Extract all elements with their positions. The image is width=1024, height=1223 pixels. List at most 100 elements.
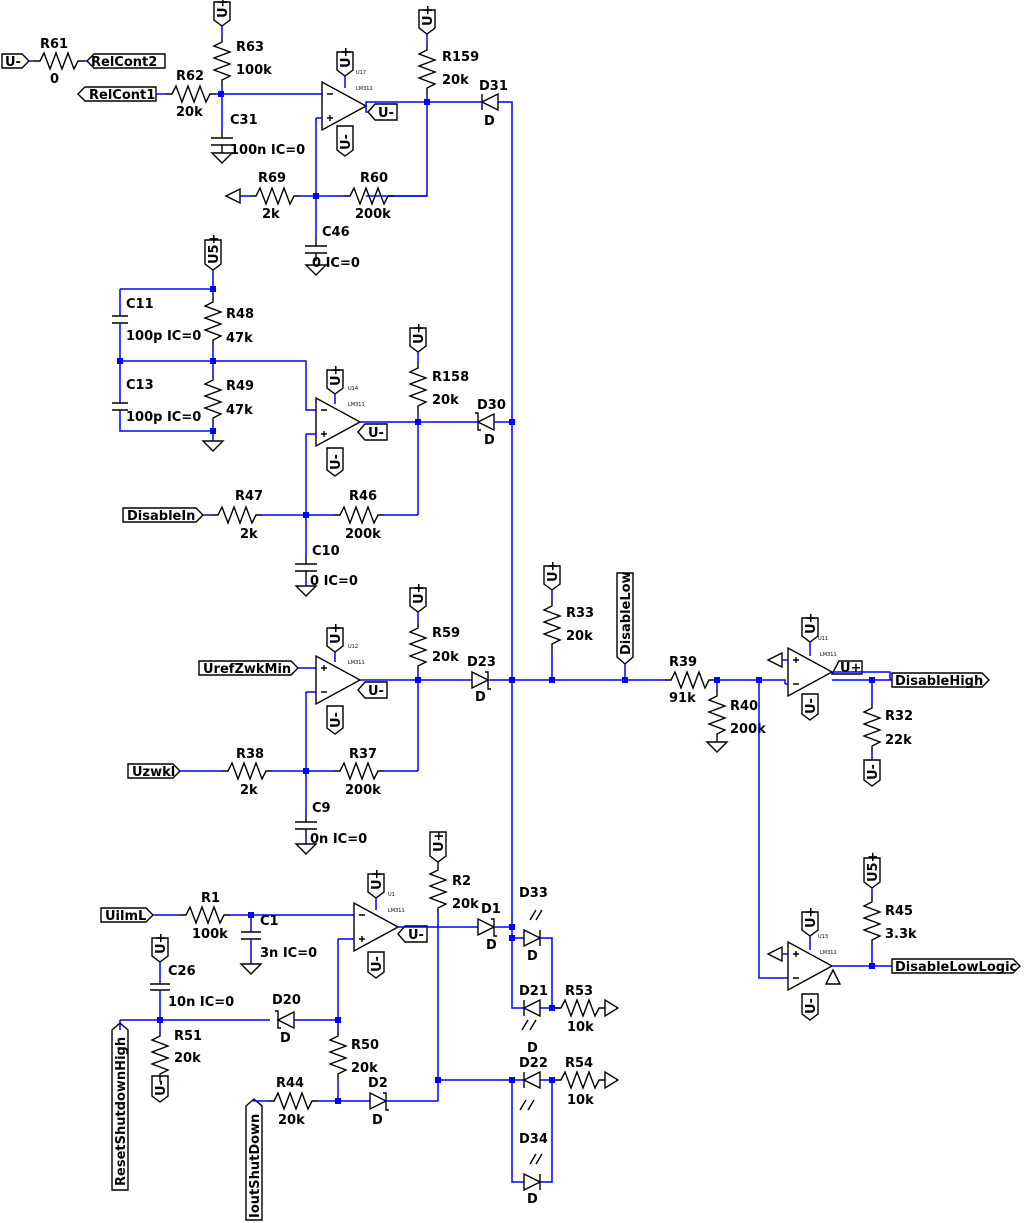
u-minus-label: U- xyxy=(866,764,881,780)
supply-u-plus: U+ xyxy=(418,5,436,35)
disable-low-logic-label: DisableLowLogic xyxy=(895,960,1017,975)
c26-value-label: 10n IC=0 xyxy=(168,995,234,1010)
u-plus-label: U+ xyxy=(546,561,561,582)
supply-u-minus: U- xyxy=(801,993,819,1021)
port-disable-high: DisableHigh xyxy=(891,672,990,689)
port-u-minus: U- xyxy=(1,53,30,70)
u-plus-label: U+ xyxy=(216,0,231,18)
u-minus-label: U- xyxy=(370,956,385,972)
d33-value-label: D xyxy=(527,949,538,964)
supply-u-plus: U+ xyxy=(429,831,447,863)
section-current-limit: UilmL R1 100k C1 3n IC=0 U1 LM311 U+ U- … xyxy=(100,831,620,1221)
c31-name-label: C31 xyxy=(230,113,258,128)
c1-name-label: C1 xyxy=(260,914,279,929)
iout-shutdown-label: IoutShutDown xyxy=(248,1114,263,1218)
supply-u-minus: U- xyxy=(357,681,388,699)
r46-name-label: R46 xyxy=(349,489,377,504)
r61-resistor xyxy=(33,52,85,70)
port-disable-low-logic: DisableLowLogic xyxy=(891,958,1021,975)
port-relcont2: RelCont2 xyxy=(86,53,166,70)
supply-u-plus: U+ xyxy=(326,623,344,653)
u1-label: U1 xyxy=(388,892,395,898)
c9-value-label: 0n IC=0 xyxy=(310,832,367,847)
c1-value-label: 3n IC=0 xyxy=(260,946,317,961)
u-plus-label: U+ xyxy=(339,47,354,68)
u-minus-label: U- xyxy=(329,712,344,728)
r69-name-label: R69 xyxy=(258,171,286,186)
u-plus-label: U+ xyxy=(329,623,344,644)
supply-u5-plus: U5+ xyxy=(863,852,881,889)
u-minus-label: U- xyxy=(804,698,819,714)
supply-u-plus: U+ xyxy=(151,933,169,963)
disable-low-label: DisableLow xyxy=(619,571,634,655)
port-uref: UrefZwkMin xyxy=(198,660,299,677)
r62-value-label: 20k xyxy=(176,105,203,120)
r50-value-label: 20k xyxy=(351,1061,378,1076)
model-label: LM311 xyxy=(388,908,405,914)
supply-u-minus: U- xyxy=(326,447,344,477)
r61-name: R61 xyxy=(40,37,68,52)
u-plus-label: U+ xyxy=(432,831,447,852)
r49-value-label: 47k xyxy=(226,403,253,418)
r37-name-label: R37 xyxy=(349,747,377,762)
relcont1-label: RelCont1 xyxy=(89,88,155,103)
u13-label: U13 xyxy=(818,934,828,940)
r60-name-label: R60 xyxy=(360,171,388,186)
r32-name-label: R32 xyxy=(885,709,913,724)
r2-value-label: 20k xyxy=(452,897,479,912)
uref-label: UrefZwkMin xyxy=(203,662,291,677)
supply-u-minus: U- xyxy=(397,925,428,943)
u-plus-label: U+ xyxy=(840,661,861,676)
u-minus-label: U- xyxy=(408,928,424,943)
supply-u-minus: U- xyxy=(151,1075,169,1103)
section-disable-in: U5+ R48 47k C11 100p IC=0 R49 47k C13 10… xyxy=(112,234,515,597)
r48-name-label: R48 xyxy=(226,307,254,322)
r49-name-label: R49 xyxy=(226,379,254,394)
supply-u-plus: U+ xyxy=(543,561,561,591)
d30-value-label: D xyxy=(484,433,495,448)
r53-value-label: 10k xyxy=(567,1020,594,1035)
ground-arrow xyxy=(766,651,783,669)
r38-name-label: R38 xyxy=(236,747,264,762)
disable-in-label: DisableIn xyxy=(127,509,195,524)
u-minus-label: U- xyxy=(378,106,394,121)
r46-value-label: 200k xyxy=(345,527,381,542)
r50-name-label: R50 xyxy=(351,1038,379,1053)
c10-name-label: C10 xyxy=(312,544,340,559)
r1-name-label: R1 xyxy=(201,891,220,906)
supply-u-plus: U+ xyxy=(336,47,354,77)
r54-name-label: R54 xyxy=(565,1056,593,1071)
d21-value-label: D xyxy=(527,1041,538,1056)
supply-u-plus: U+ xyxy=(367,869,385,899)
d23-name-label: D23 xyxy=(467,655,496,670)
u-plus-label: U+ xyxy=(329,365,344,386)
r158-name-label: R158 xyxy=(432,370,469,385)
reset-shutdown-label: ResetShutdownHigh xyxy=(114,1037,129,1186)
u-plus-label: U+ xyxy=(804,613,819,634)
d23-value-label: D xyxy=(475,690,486,705)
d22-name-label: D22 xyxy=(519,1056,548,1071)
d1-value-label: D xyxy=(486,938,497,953)
uilml-label: UilmL xyxy=(105,909,146,924)
d34-value-label: D xyxy=(527,1192,538,1207)
section-uref: UrefZwkMin U12 LM311 U+ U- U- U+ R59 20k xyxy=(127,561,786,855)
u11-label: U11 xyxy=(818,636,828,642)
d30-name-label: D30 xyxy=(477,398,506,413)
u-minus-label: U- xyxy=(329,454,344,470)
port-disable-low: DisableLow xyxy=(616,571,634,665)
r39-name-label: R39 xyxy=(669,655,697,670)
r62-name-label: R62 xyxy=(176,69,204,84)
supply-u-plus: U+ xyxy=(409,583,427,613)
u-plus-label: U+ xyxy=(154,933,169,954)
model-label: LM311 xyxy=(820,950,837,956)
port-uilml: UilmL xyxy=(100,907,154,924)
disable-high-label: DisableHigh xyxy=(895,674,983,689)
u-minus-label: U- xyxy=(339,134,354,150)
r51-value-label: 20k xyxy=(174,1051,201,1066)
supply-u-plus: U+ xyxy=(213,0,231,27)
u-plus-label: U+ xyxy=(412,323,427,344)
port-uzwkl: Uzwkl xyxy=(127,763,181,780)
u-minus-label: U- xyxy=(804,998,819,1014)
r59-name-label: R59 xyxy=(432,626,460,641)
uzwkl-label: Uzwkl xyxy=(132,765,175,780)
